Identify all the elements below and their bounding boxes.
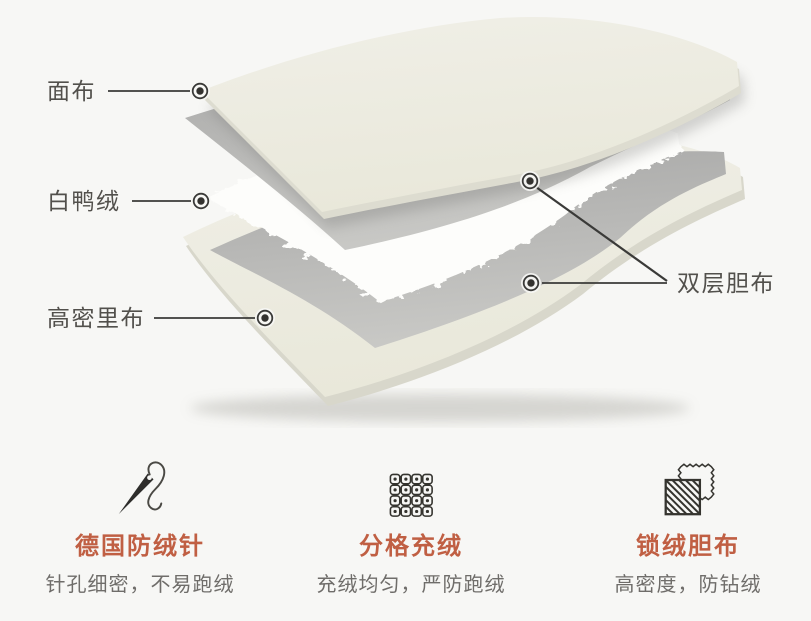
- point-markers: [190, 81, 541, 328]
- feature-title: 分格充绒: [359, 533, 463, 560]
- feature-title: 锁绒胆布: [636, 533, 740, 560]
- feature-down-proof-fabric: 锁绒胆布 高密度，防钻绒: [558, 448, 811, 621]
- leader-line-liner-upper: [535, 186, 668, 282]
- marker-duck-down: [191, 191, 211, 211]
- feature-row: 德国防绒针 针孔细密，不易跑绒: [0, 448, 811, 621]
- fabric-layers-diagram: [108, 17, 745, 422]
- marker-face-fabric: [190, 81, 210, 101]
- feature-subtitle: 充绒均匀，严防跑绒: [316, 574, 506, 596]
- face-fabric-sheet: [201, 17, 739, 213]
- label-high-density-lining: 高密里布: [47, 305, 145, 331]
- feature-subtitle: 高密度，防钻绒: [614, 574, 762, 596]
- feature-grid-quilting: 分格充绒 充绒均匀，严防跑绒: [281, 448, 541, 621]
- feature-title: 德国防绒针: [75, 533, 205, 560]
- label-double-layer-liner: 双层胆布: [677, 270, 775, 296]
- marker-liner-upper: [520, 171, 540, 191]
- needle-icon-box: [10, 456, 270, 518]
- marker-liner-lower: [521, 273, 541, 293]
- feature-anti-down-needle: 德国防绒针 针孔细密，不易跑绒: [10, 448, 270, 621]
- label-white-duck-down: 白鸭绒: [47, 188, 121, 214]
- ground-shadow: [190, 394, 690, 422]
- feature-subtitle: 针孔细密，不易跑绒: [45, 574, 235, 596]
- quilt-grid-icon-box: [281, 456, 541, 518]
- needle-icon: [118, 461, 166, 515]
- quilt-grid-icon: [389, 473, 433, 517]
- leader-lines: [108, 90, 668, 319]
- fabric-swatch-icon-box: [558, 456, 811, 518]
- fabric-swatch-icon: [664, 463, 715, 516]
- marker-lining: [255, 308, 275, 328]
- label-face-fabric: 面布: [47, 78, 96, 104]
